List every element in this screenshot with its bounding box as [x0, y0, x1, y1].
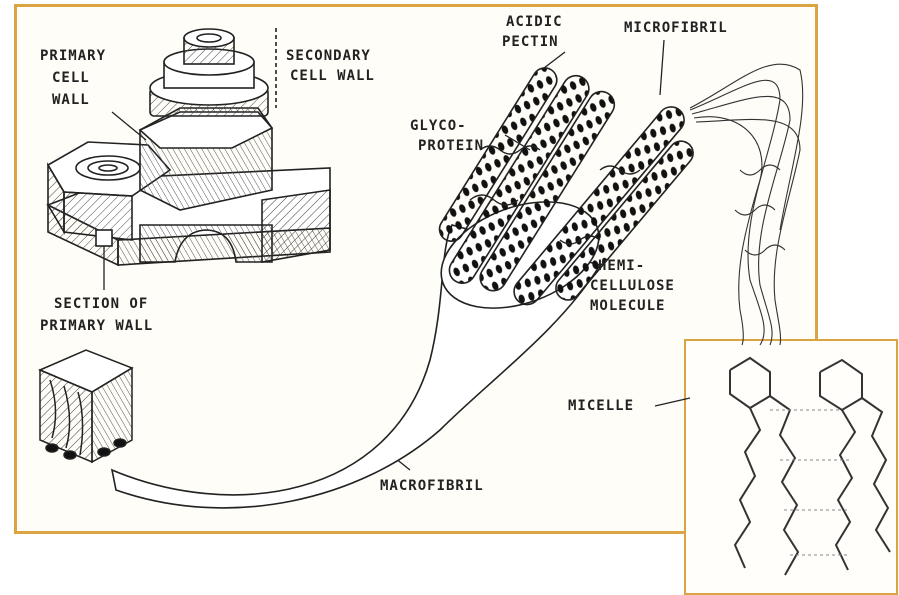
label-glycoprotein-line2: PROTEIN	[418, 138, 484, 154]
label-microfibril: MICROFIBRIL	[624, 20, 728, 36]
label-section-primary-wall-line2: PRIMARY WALL	[40, 318, 153, 334]
label-primary-cell-wall-line3: WALL	[52, 92, 90, 108]
label-secondary-cell-wall-line1: SECONDARY	[286, 48, 371, 64]
microfibril-strands	[690, 64, 803, 345]
label-glycoprotein-line1: GLYCO-	[410, 118, 467, 134]
label-hemicellulose-line3: MOLECULE	[590, 298, 665, 314]
label-secondary-cell-wall-line2: CELL WALL	[290, 68, 375, 84]
label-primary-cell-wall-line2: CELL	[52, 70, 90, 86]
label-primary-cell-wall-line1: PRIMARY	[40, 48, 106, 64]
label-micelle: MICELLE	[568, 398, 634, 414]
label-macrofibril: MACROFIBRIL	[380, 478, 484, 494]
section-cube-drawing	[40, 350, 132, 462]
label-hemicellulose-line2: CELLULOSE	[590, 278, 675, 294]
label-acidic-pectin-line2: PECTIN	[502, 34, 559, 50]
label-section-primary-wall-line1: SECTION OF	[54, 296, 148, 312]
micelle-structure	[730, 358, 890, 575]
label-acidic-pectin-line1: ACIDIC	[506, 14, 563, 30]
label-hemicellulose-line1: HEMI-	[598, 258, 645, 274]
